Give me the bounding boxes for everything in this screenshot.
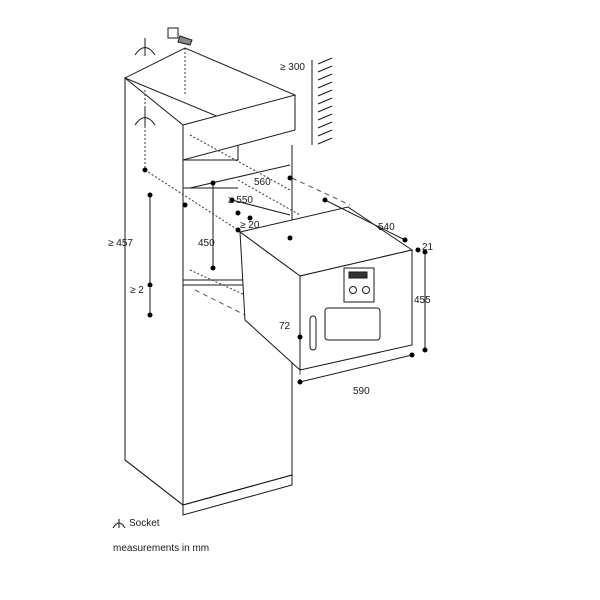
socket-icon-side xyxy=(134,108,156,126)
dim-top-clearance: ≥ 300 xyxy=(280,62,305,73)
oven-appliance xyxy=(238,206,414,372)
legend-socket-label: Socket xyxy=(129,518,160,529)
dim-front-offset: 21 xyxy=(422,242,434,253)
dim-bottom-gap: ≥ 2 xyxy=(130,285,144,296)
units-note-text: measurements in mm xyxy=(113,543,210,554)
tall-cabinet xyxy=(123,47,297,516)
wall-hatch xyxy=(311,57,333,145)
dim-door-offset: 72 xyxy=(279,321,291,332)
dim-appliance-depth: 540 xyxy=(378,222,395,233)
dim-niche-depth: ≥ 550 xyxy=(228,195,253,206)
plug-icon xyxy=(167,27,193,46)
dim-appliance-width: 590 xyxy=(353,386,370,397)
dim-niche-width: 560 xyxy=(254,177,271,188)
dim-appliance-height: 455 xyxy=(414,295,431,306)
socket-icon-top xyxy=(134,38,156,56)
dimension-dots xyxy=(142,167,428,385)
dim-gap: ≥ 20 xyxy=(240,220,260,231)
solid-dimension-lines xyxy=(149,183,426,383)
dim-niche-height: 450 xyxy=(198,238,215,249)
dim-niche-height-min: ≥ 457 xyxy=(108,238,133,249)
legend-socket-icon xyxy=(112,519,126,529)
units-note: measurements in mm xyxy=(113,543,209,554)
legend-socket: Socket xyxy=(129,518,160,529)
